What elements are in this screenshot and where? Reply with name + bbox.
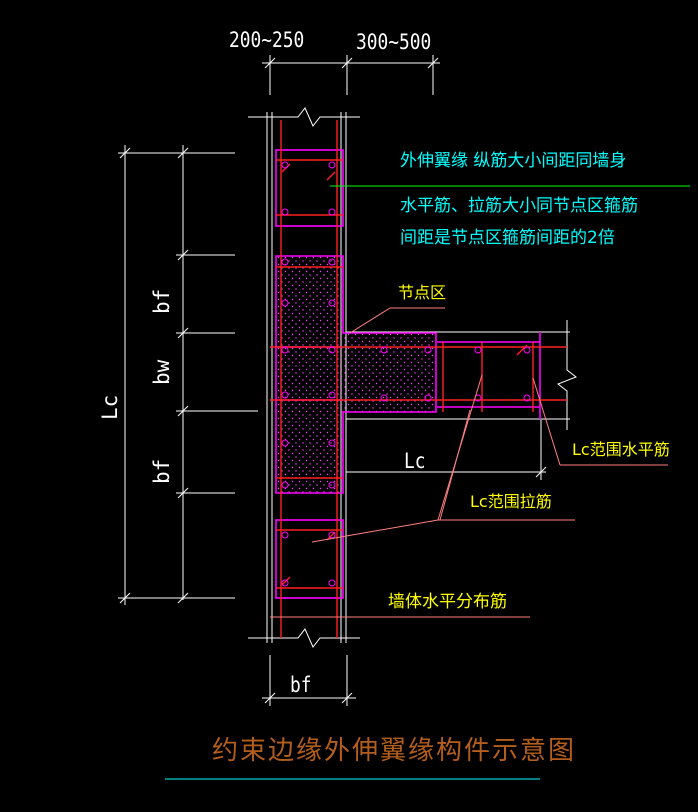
dim-left-bf-top: bf	[150, 288, 174, 314]
node-zone-fill	[276, 256, 436, 493]
label-wall-horizontal-bar: 墙体水平分布筋	[388, 592, 507, 612]
rebar-lines	[270, 120, 567, 638]
diagram-title: 约束边缘外伸翼缘构件示意图	[212, 736, 577, 766]
dim-horizontal-lc: Lc	[404, 449, 426, 473]
dim-left-lc: Lc	[98, 394, 122, 420]
rebar-dots	[281, 161, 531, 587]
note-line-1: 外伸翼缘 纵筋大小间距同墙身	[400, 151, 627, 171]
dim-top-right: 300~500	[356, 30, 432, 54]
bottom-dimension	[262, 655, 356, 706]
label-lc-tie-bar: Lc范围拉筋	[470, 492, 552, 511]
top-dimension	[262, 55, 440, 95]
note-line-3: 间距是节点区箍筋间距的2倍	[400, 228, 615, 248]
label-node-zone: 节点区	[398, 283, 447, 302]
dim-bottom-bf: bf	[290, 673, 312, 697]
dim-left-bf-bottom: bf	[150, 458, 174, 484]
lc-horizontal-dimension	[346, 420, 547, 480]
dim-left-bw: bw	[150, 359, 174, 385]
left-dimensions	[118, 145, 258, 605]
label-lc-horizontal-bar: Lc范围水平筋	[572, 440, 670, 459]
dim-top-left: 200~250	[229, 28, 305, 52]
note-line-2: 水平筋、拉筋大小同节点区箍筋	[400, 196, 638, 216]
leader-lines	[270, 307, 668, 618]
